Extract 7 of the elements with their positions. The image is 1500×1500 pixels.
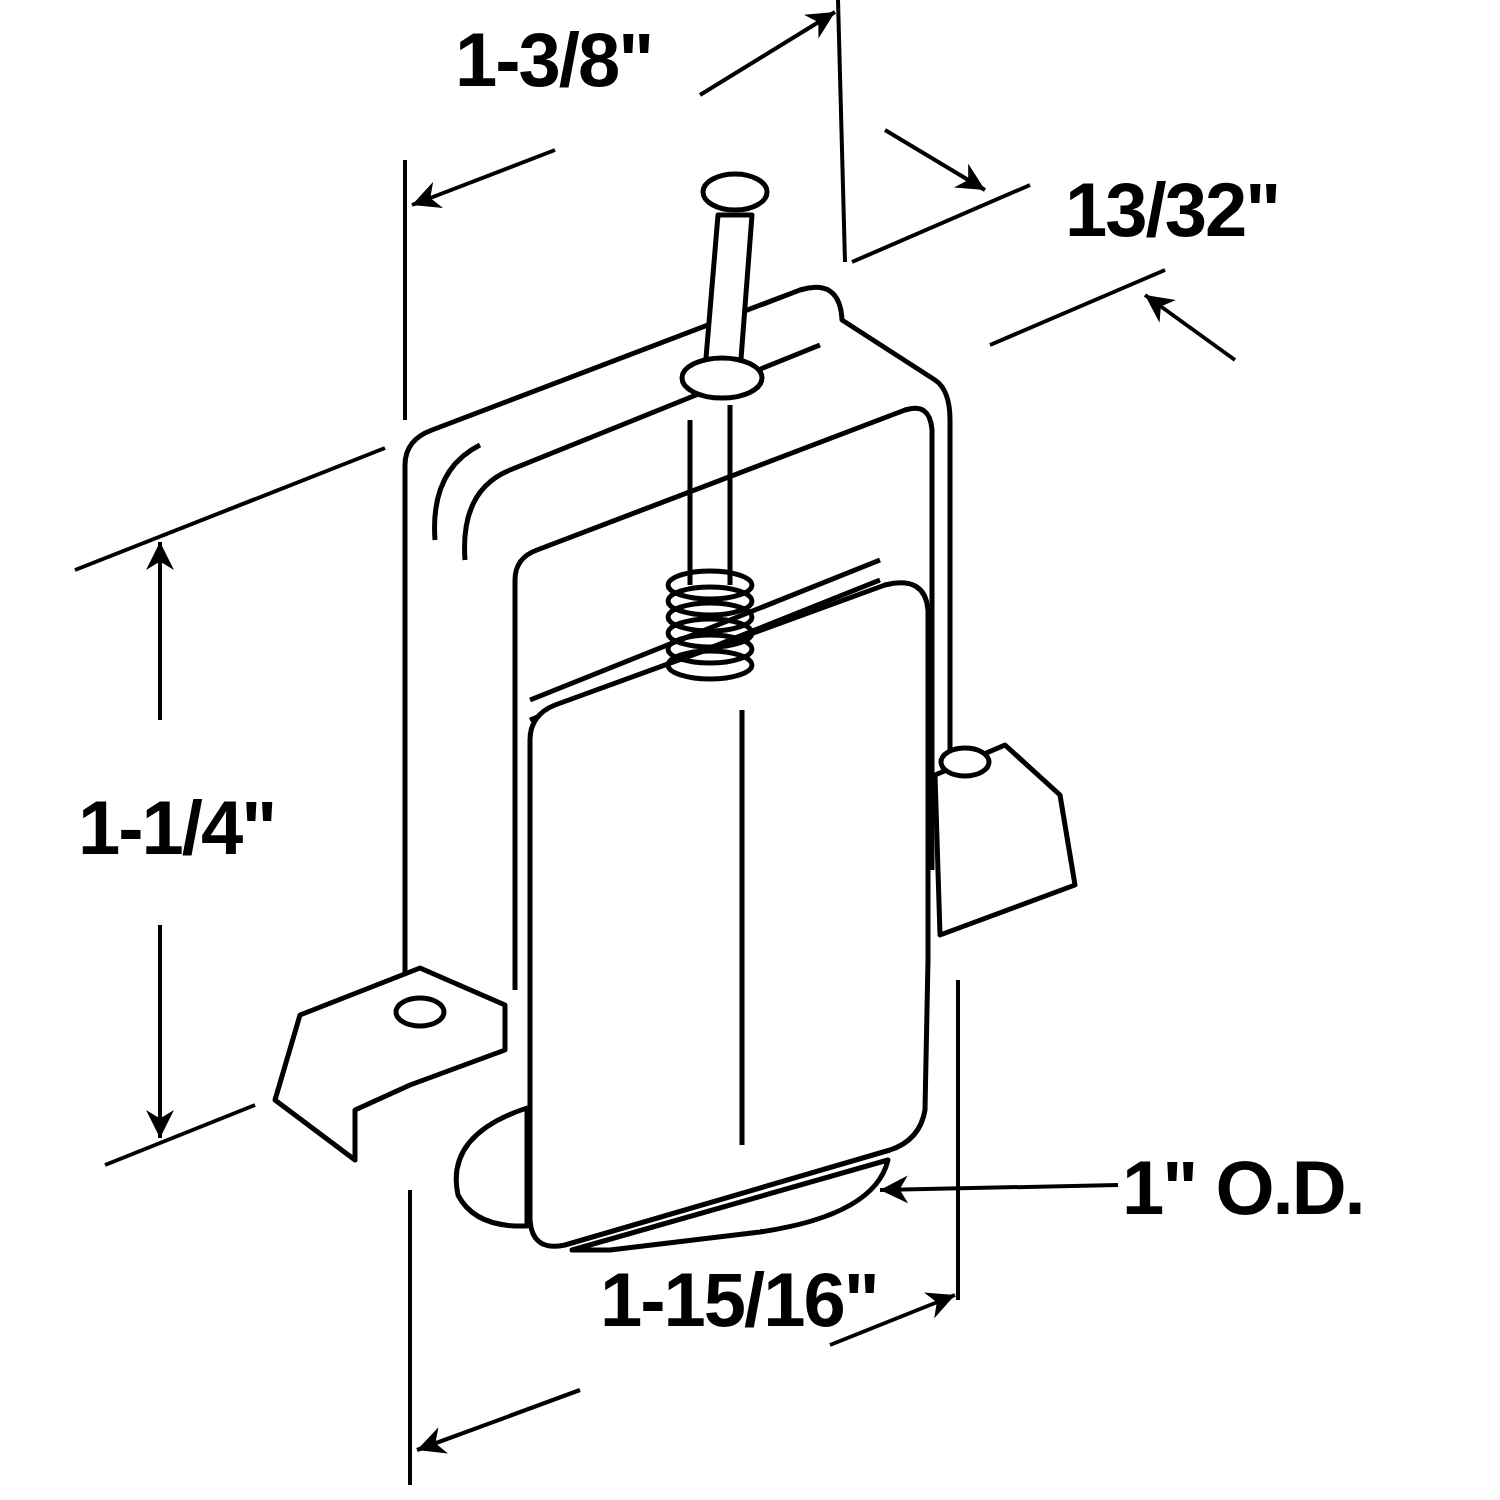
dimension-label: 1-3/8" (455, 22, 653, 98)
leader-line (879, 1175, 1119, 1204)
callout-label: 1" O.D. (1122, 1150, 1364, 1226)
wheel (453, 1105, 891, 1253)
dimension-label: 1-1/4" (78, 790, 276, 866)
dimension-label: 13/32" (1065, 172, 1280, 248)
dimension-label: 1-15/16" (600, 1262, 878, 1338)
